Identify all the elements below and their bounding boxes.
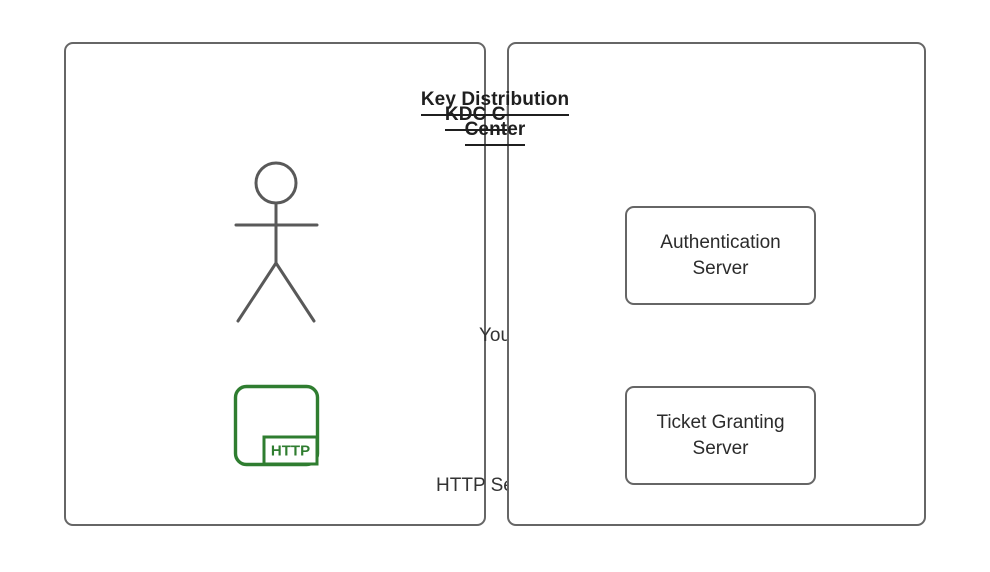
stick-figure-right-leg-line bbox=[274, 261, 316, 323]
stick-figure-left-leg-line bbox=[236, 261, 278, 323]
http-service-badge-text: HTTP bbox=[271, 443, 310, 460]
ticket-granting-server-box: Ticket Granting Server bbox=[625, 386, 816, 485]
panel-kdc-title-line-2: Center bbox=[464, 116, 526, 146]
http-service-badge-shape bbox=[262, 435, 319, 466]
stick-figure-head-icon bbox=[254, 161, 298, 205]
stick-figure-icon bbox=[220, 158, 330, 328]
authentication-server-box: Authentication Server bbox=[625, 206, 816, 305]
actor-label: You bbox=[478, 325, 512, 346]
panel-kdc-title-line-1: Key Distribution bbox=[420, 86, 570, 116]
panel-key-distribution-center-title: Key Distribution Center bbox=[0, 86, 990, 146]
ticket-granting-server-label: Ticket Granting Server bbox=[656, 411, 785, 459]
http-service-icon: HTTP bbox=[230, 381, 322, 469]
authentication-server-label: Authentication Server bbox=[660, 231, 781, 279]
